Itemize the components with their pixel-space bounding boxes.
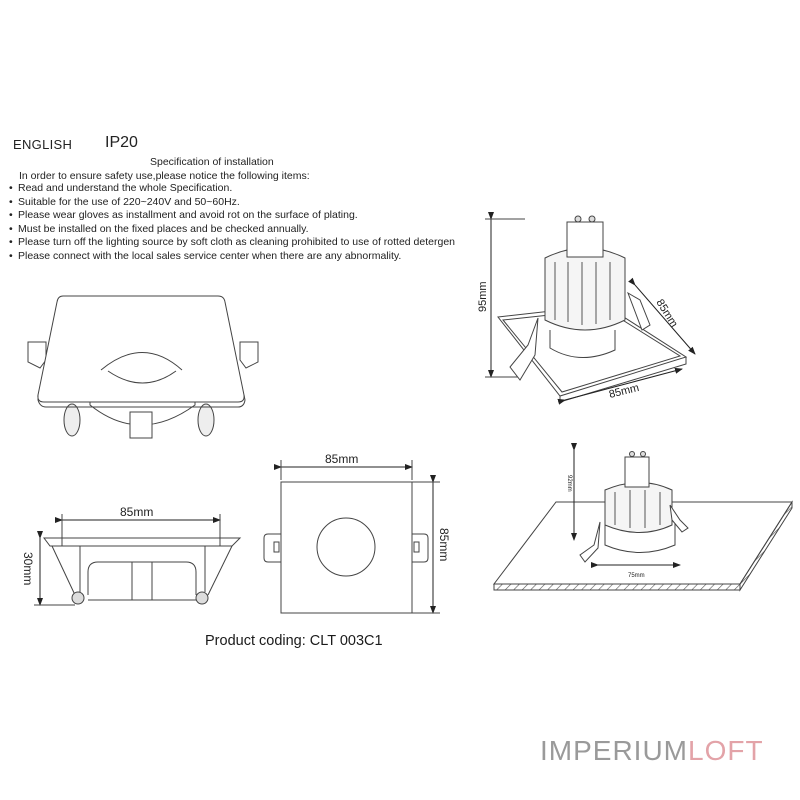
top-view-drawing — [263, 460, 440, 614]
spec-item: Suitable for the use of 220~240V and 50~… — [9, 196, 455, 210]
installed-cutout-label: 75mm — [628, 573, 645, 579]
spec-item: Must be installed on the fixed places an… — [9, 223, 455, 237]
installed-drawing — [492, 443, 793, 592]
perspective-top-drawing — [27, 295, 259, 439]
spec-item: Please connect with the local sales serv… — [9, 250, 455, 264]
iso-depth-label: 85mm — [653, 297, 679, 329]
top-width-label: 85mm — [325, 452, 358, 466]
isometric-drawing — [485, 212, 696, 405]
spec-item: Read and understand the whole Specificat… — [9, 182, 455, 196]
brand-part-2: LOFT — [688, 735, 764, 766]
brand-logo: IMPERIUMLOFT — [540, 735, 764, 767]
spec-intro: In order to ensure safety use,please not… — [19, 170, 310, 182]
top-height-label: 85mm — [437, 528, 451, 561]
side-width-label: 85mm — [120, 505, 153, 519]
installed-height-label: 92mm — [566, 475, 572, 492]
ip-rating: IP20 — [105, 134, 138, 151]
spec-list: Read and understand the whole Specificat… — [9, 182, 455, 263]
spec-item: Please turn off the lighting source by s… — [9, 236, 455, 250]
iso-height-label: 95mm — [477, 281, 489, 312]
spec-title: Specification of installation — [150, 156, 274, 168]
product-coding: Product coding: CLT 003C1 — [205, 633, 383, 649]
iso-width-label: 85mm — [608, 382, 641, 401]
spec-item: Please wear gloves as installment and av… — [9, 209, 455, 223]
side-height-label: 30mm — [21, 552, 35, 585]
brand-part-1: IMPERIUM — [540, 735, 688, 766]
language-label: ENGLISH — [13, 137, 73, 152]
side-view-drawing — [34, 514, 242, 606]
